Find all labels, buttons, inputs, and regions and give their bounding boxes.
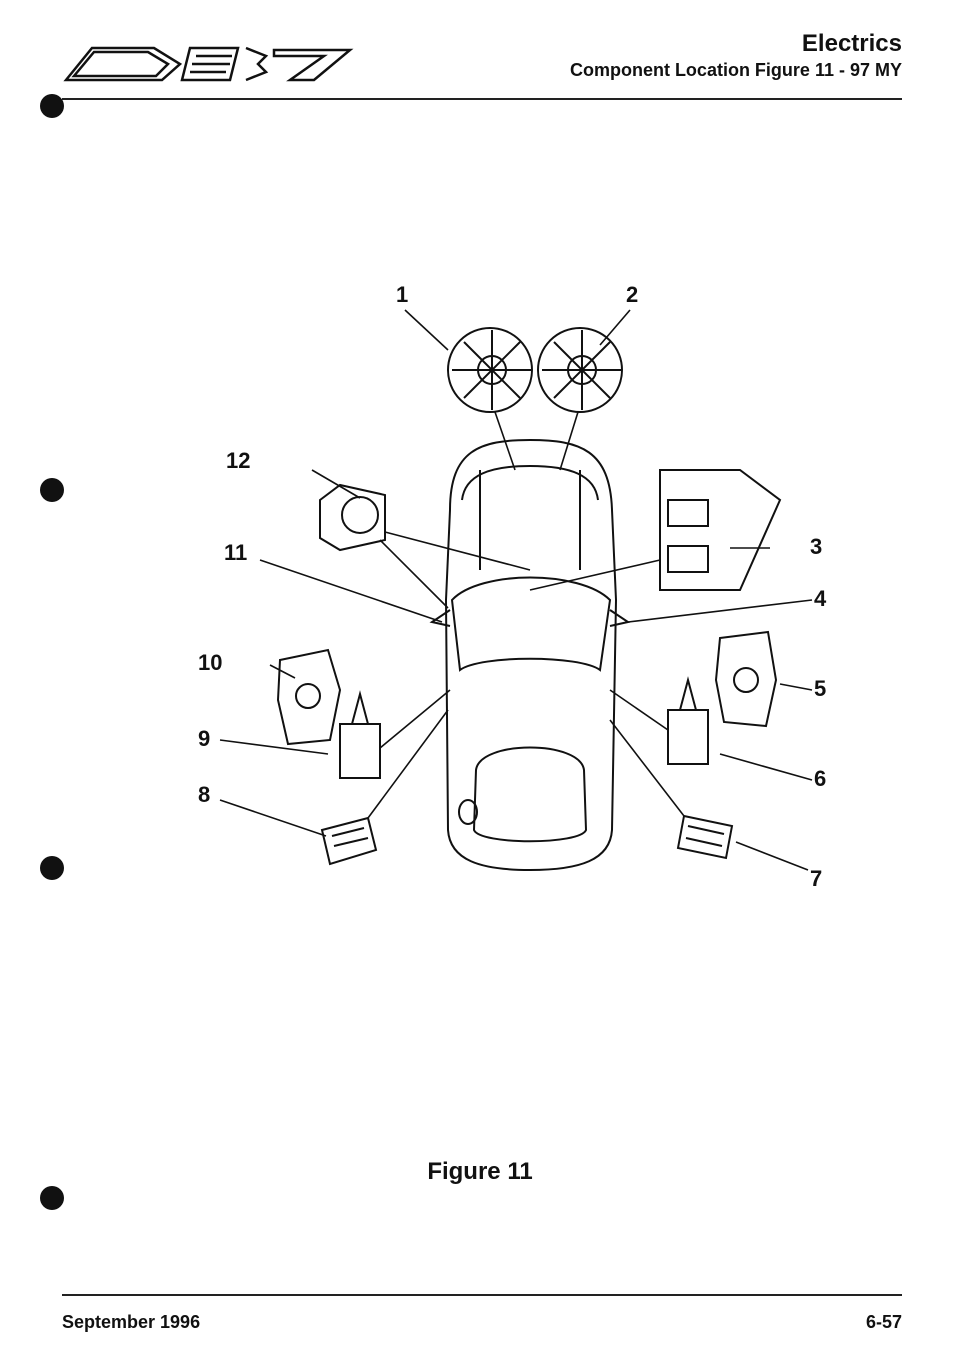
leader-lines: [219, 309, 813, 871]
callout-6: 6: [814, 766, 826, 791]
cooling-fan-2: [537, 327, 623, 413]
callout-10: 10: [198, 650, 222, 675]
callout-4: 4: [814, 586, 827, 611]
callout-2: 2: [626, 282, 638, 307]
callout-5: 5: [814, 676, 826, 701]
db7-logo: [63, 46, 354, 82]
actuator-right: [667, 676, 709, 765]
siren-unit: [319, 483, 386, 552]
figure-caption: Figure 11: [427, 1158, 533, 1185]
callout-11: 11: [224, 540, 247, 565]
header-rule: [62, 98, 902, 100]
actuator-left: [339, 690, 381, 779]
door-lock-left: [276, 648, 342, 746]
binder-hole: [40, 1186, 64, 1210]
callout-1: 1: [396, 282, 408, 307]
door-lock-right: [714, 630, 778, 728]
side-lamp-right: [676, 814, 734, 860]
callout-7: 7: [810, 866, 822, 891]
callout-3: 3: [810, 534, 822, 559]
cooling-fan-1: [447, 327, 533, 413]
callout-8: 8: [198, 782, 210, 807]
binder-hole: [40, 94, 64, 118]
page-number: 6-57: [865, 1312, 902, 1332]
control-module: [659, 469, 782, 591]
component-location-diagram: 1 2 3 4 5 6 7 8 9 10 11 12: [198, 282, 827, 891]
binder-hole: [40, 856, 64, 880]
footer-date: September 1996: [62, 1312, 201, 1332]
callout-9: 9: [198, 726, 210, 751]
section-subtitle: Component Location Figure 11 - 97 MY: [569, 60, 902, 80]
car-body-outline: [429, 438, 631, 872]
footer-rule: [62, 1294, 902, 1296]
binder-hole: [40, 478, 64, 502]
side-lamp-left: [320, 816, 378, 866]
section-title: Electrics: [801, 30, 902, 57]
callout-12: 12: [226, 448, 250, 473]
